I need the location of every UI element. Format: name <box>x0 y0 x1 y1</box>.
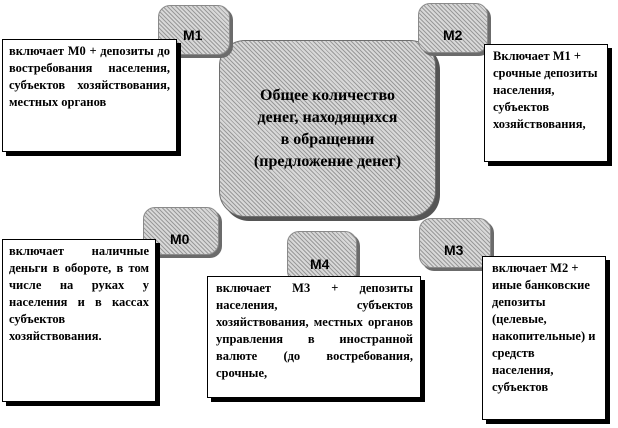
m1-tag-label: М1 <box>183 27 203 43</box>
m4-tag: М4 <box>287 231 357 283</box>
m3-tag-label: М3 <box>444 242 464 258</box>
m3-tag: М3 <box>419 218 491 268</box>
m2-tag-label: М2 <box>443 27 463 43</box>
m3-description-box: включает М2 + иные банковские депозиты (… <box>482 256 606 420</box>
m2-description-box: Включает М1 + срочные депозиты населения… <box>484 44 608 162</box>
m1-description: включает М0 + депозиты до востребования … <box>9 44 170 109</box>
m2-description: Включает М1 + срочные депозиты населения… <box>493 49 598 131</box>
m2-tag: М2 <box>418 3 488 53</box>
m4-description-box: включает М3 + депозиты населения, субъек… <box>207 276 421 398</box>
m0-tag-label: М0 <box>170 231 190 247</box>
m1-description-box: включает М0 + депозиты до востребования … <box>2 39 177 152</box>
money-supply-node: Общее количество денег, находящихся в об… <box>219 40 436 217</box>
m4-description: включает М3 + депозиты населения, субъек… <box>216 281 413 380</box>
money-supply-title: Общее количество денег, находящихся в об… <box>253 86 402 170</box>
m4-tag-label: М4 <box>310 256 330 272</box>
m3-description: включает М2 + иные банковские депозиты (… <box>492 261 596 394</box>
m0-description-box: включает наличные деньги в обороте, в то… <box>2 239 156 402</box>
m0-description: включает наличные деньги в обороте, в то… <box>9 244 149 343</box>
